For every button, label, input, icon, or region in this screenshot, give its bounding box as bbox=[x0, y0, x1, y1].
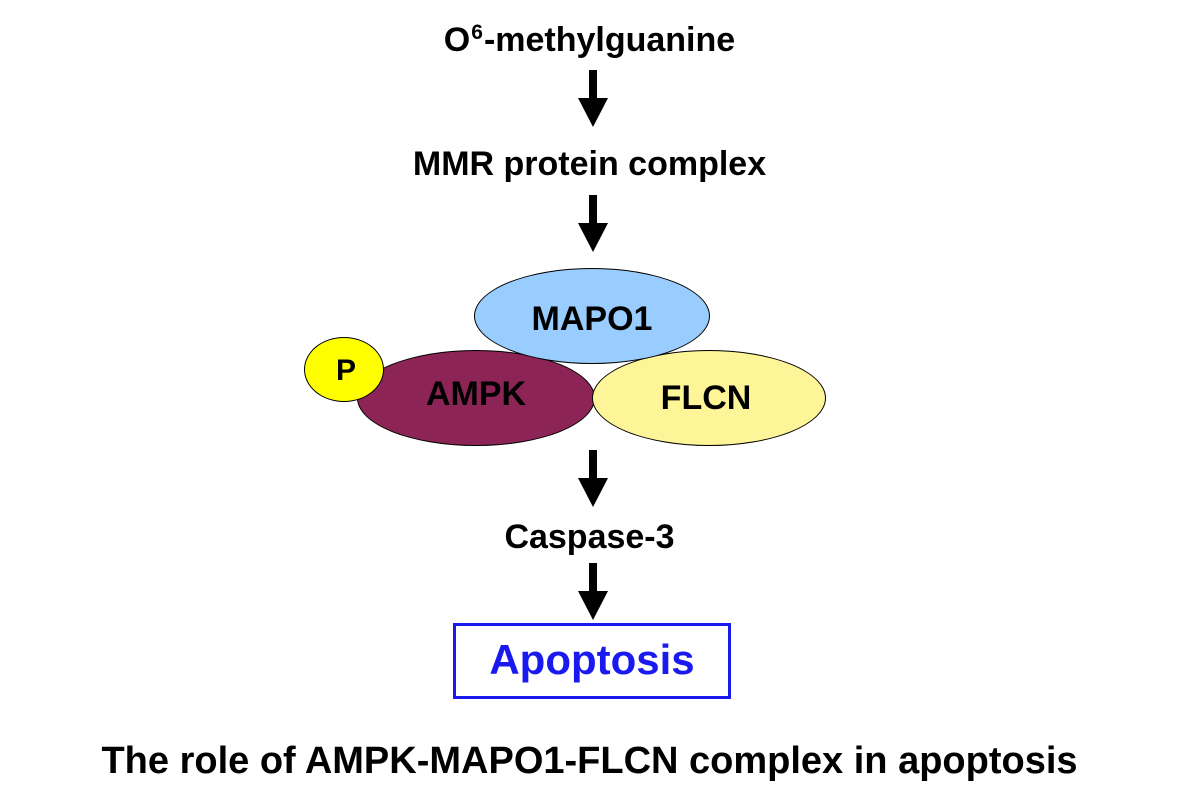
mapo1-label: MAPO1 bbox=[531, 299, 653, 338]
node-ampk: AMPK bbox=[357, 350, 595, 446]
node-apoptosis-box: Apoptosis bbox=[453, 623, 731, 699]
phosphate-label: P bbox=[335, 353, 356, 387]
arrow-down-icon bbox=[578, 450, 608, 507]
node-caspase-3: Caspase-3 bbox=[504, 518, 675, 556]
arrow-down-icon bbox=[578, 563, 608, 620]
node-phosphate: P bbox=[304, 337, 384, 402]
figure-caption: The role of AMPK-MAPO1-FLCN complex in a… bbox=[101, 740, 1078, 782]
o6-prefix: O bbox=[443, 21, 471, 59]
node-mapo1: MAPO1 bbox=[474, 268, 710, 364]
node-mmr-protein-complex: MMR protein complex bbox=[412, 145, 767, 183]
flcn-label: FLCN bbox=[660, 378, 752, 417]
arrow-down-icon bbox=[578, 70, 608, 127]
ampk-label: AMPK bbox=[425, 374, 527, 413]
arrow-down-icon bbox=[578, 195, 608, 252]
o6-suffix: -methylguanine bbox=[483, 21, 736, 59]
o6-superscript: 6 bbox=[471, 21, 483, 44]
node-o6-methylguanine: O6-methylguanine bbox=[0, 20, 1179, 65]
apoptosis-label: Apoptosis bbox=[489, 636, 695, 683]
node-flcn: FLCN bbox=[592, 350, 826, 446]
